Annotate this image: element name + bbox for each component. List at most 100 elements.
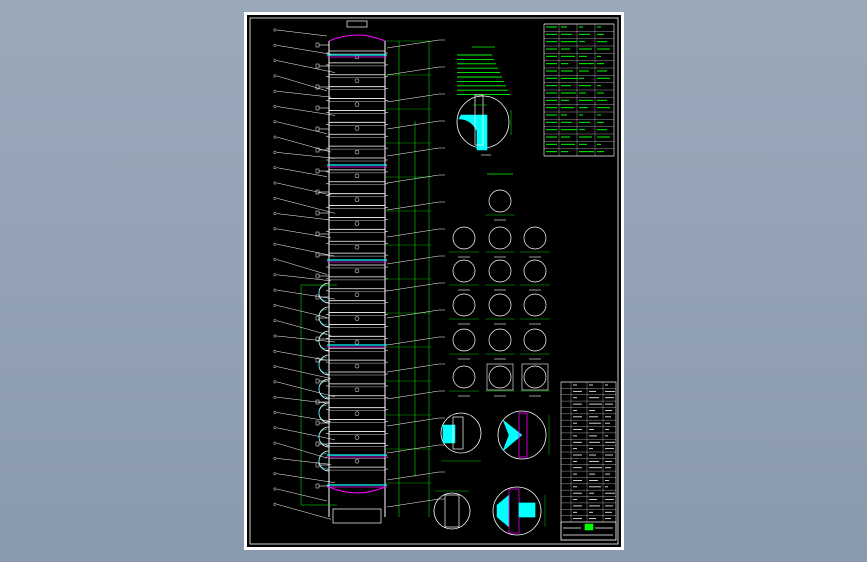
tray-layout-circle — [488, 259, 512, 283]
leader-balloon — [273, 426, 277, 430]
tray-layout-radial — [527, 332, 543, 348]
tray-layout-circle — [523, 328, 547, 352]
leader-balloon — [273, 365, 277, 369]
column-skirt — [332, 508, 382, 524]
detail-view-1 — [456, 94, 512, 156]
nozzle-flange — [315, 462, 320, 468]
tray-layout-views — [449, 173, 550, 397]
leader-line-left — [276, 213, 328, 220]
nozzle-flange — [315, 231, 320, 237]
detail-circle — [433, 492, 471, 530]
tray-layout-circle — [523, 365, 547, 389]
leader-line-left — [276, 198, 336, 214]
tray-layout-circle — [488, 189, 512, 213]
leader-line-left — [276, 136, 332, 153]
leader-line-right — [386, 255, 440, 265]
main-column — [273, 20, 445, 524]
jacket-coil — [318, 306, 330, 328]
leader-line-left — [276, 60, 336, 73]
leader-balloon — [273, 303, 277, 307]
leader-balloon — [273, 135, 277, 139]
leader-line-left — [276, 366, 332, 379]
leader-line-right — [386, 390, 440, 400]
leader-line-left — [276, 182, 332, 196]
leader-line-left — [276, 289, 336, 300]
leader-line-left — [276, 243, 336, 257]
tray-layout-radial — [492, 230, 508, 246]
leader-line-right — [386, 363, 440, 373]
tray-layout-radial — [527, 369, 543, 385]
tray-layout-radial — [456, 332, 472, 348]
tray-manhole — [354, 102, 360, 107]
tray-manhole — [354, 458, 360, 464]
leader-line-left — [276, 381, 336, 398]
tray-layout-radial — [492, 369, 508, 385]
leader-balloon — [273, 120, 277, 124]
tray-layout-radial — [492, 297, 508, 313]
leader-balloon — [273, 487, 277, 491]
jacket-coil — [318, 450, 330, 472]
tray-manhole — [354, 149, 360, 155]
drawing-border — [249, 17, 619, 545]
tray-layout-view — [485, 363, 515, 397]
leader-balloon — [273, 89, 277, 93]
tray-manhole — [354, 316, 360, 321]
tray-layout-view — [485, 259, 515, 291]
top-nozzle — [346, 20, 368, 28]
tray-layout-radial — [492, 193, 508, 209]
leader-balloon — [273, 441, 277, 445]
nozzle-flange — [315, 378, 320, 384]
detail-circle — [497, 410, 547, 460]
detail-gasket — [518, 412, 528, 458]
leader-line-right — [386, 336, 440, 346]
leader-line-right — [386, 417, 440, 427]
tray-layout-radial — [492, 332, 508, 348]
leader-line-right — [386, 282, 440, 292]
leader-line-right — [386, 498, 440, 508]
nozzle-flange — [315, 483, 320, 489]
tray-layout-radial — [456, 263, 472, 279]
nozzle-flange — [315, 84, 320, 90]
tray-layout-radial — [527, 297, 543, 313]
leader-line-right — [386, 174, 440, 184]
nozzle-flange — [315, 273, 320, 279]
leader-line-left — [276, 488, 328, 502]
leader-balloon — [273, 380, 277, 384]
nozzle-flange — [315, 357, 320, 363]
column-top-head — [328, 34, 386, 42]
leader-balloon — [273, 502, 277, 506]
title-block-mark — [584, 523, 594, 531]
technical-notes — [457, 46, 510, 96]
leader-balloon — [273, 456, 277, 460]
tray-layout-view — [449, 226, 479, 258]
nozzle-flange — [315, 189, 320, 195]
tray-layout-radial — [492, 297, 508, 313]
jacket-coil — [318, 378, 330, 400]
tray-manhole — [354, 363, 360, 369]
leader-line-left — [276, 442, 328, 459]
detail-view-2 — [440, 412, 482, 462]
leader-line-left — [276, 45, 332, 55]
leader-balloon — [273, 472, 277, 476]
tray-layout-circle — [452, 328, 476, 352]
tray-layout-radial — [456, 369, 472, 385]
tray-layout-radial — [492, 263, 508, 279]
leader-line-right — [386, 309, 440, 319]
tray-manhole — [354, 126, 360, 131]
leader-balloon — [273, 43, 277, 47]
lower-detail-views — [433, 410, 550, 536]
tray-layout-view — [520, 363, 550, 397]
leader-line-left — [276, 75, 328, 92]
jacket-coil — [318, 282, 330, 304]
leader-line-right — [386, 471, 440, 481]
leader-balloon — [273, 196, 277, 200]
detail-circle — [440, 412, 482, 454]
leader-balloon — [273, 28, 277, 32]
leader-line-left — [276, 473, 336, 483]
leader-line-left — [276, 320, 332, 336]
tray-layout-circle — [488, 293, 512, 317]
tray-layout-circle — [523, 226, 547, 250]
leader-balloon — [273, 105, 277, 108]
tray-layout-radial — [456, 332, 472, 348]
tray-layout-radial — [492, 332, 508, 348]
